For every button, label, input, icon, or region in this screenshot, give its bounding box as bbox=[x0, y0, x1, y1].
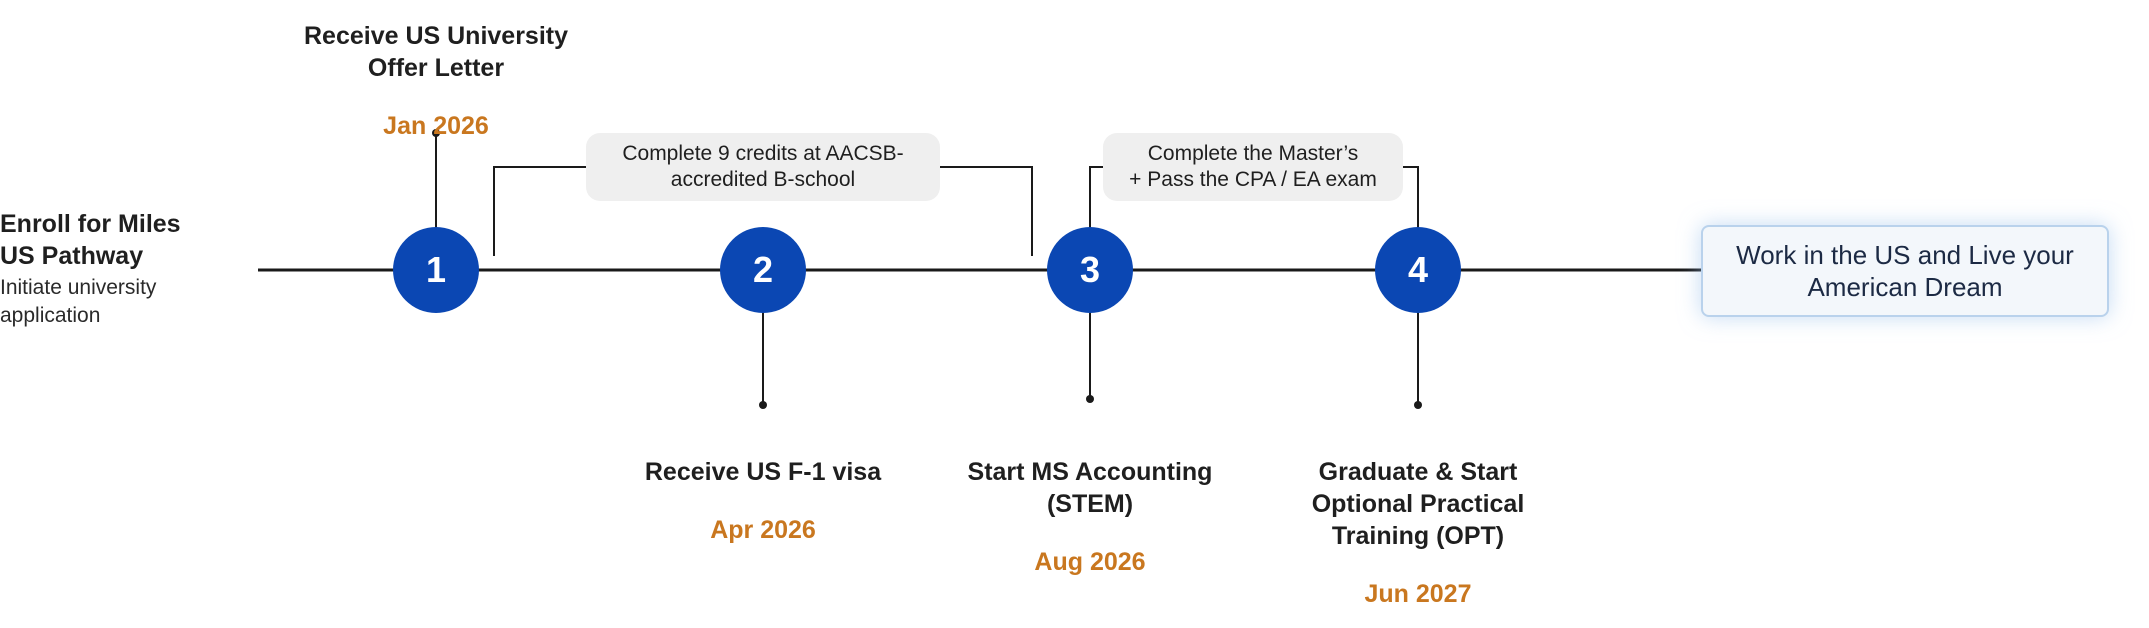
step-1-connector-dot bbox=[432, 129, 440, 137]
step-1-title: Receive US University Offer Letter bbox=[303, 22, 569, 82]
final-goal-box: Work in the US and Live your American Dr… bbox=[1701, 225, 2109, 317]
bracket-1-bubble: Complete 9 credits at AACSB- accredited … bbox=[586, 133, 940, 201]
start-subtitle: Initiate university application bbox=[0, 276, 157, 327]
step-1-node: 1 bbox=[393, 227, 479, 313]
step-4-connector-dot bbox=[1414, 401, 1422, 409]
start-title: Enroll for Miles US Pathway bbox=[0, 210, 181, 270]
step-2-node: 2 bbox=[720, 227, 806, 313]
step-2-label: Receive US F-1 visa Apr 2026 bbox=[593, 438, 933, 564]
step-3-node: 3 bbox=[1047, 227, 1133, 313]
step-1-label: Receive US University Offer Letter Jan 2… bbox=[276, 2, 596, 160]
step-3-connector-dot bbox=[1086, 395, 1094, 403]
step-3-title: Start MS Accounting (STEM) bbox=[967, 458, 1213, 518]
bracket-2-bubble: Complete the Master’s + Pass the CPA / E… bbox=[1103, 133, 1403, 201]
step-2-date: Apr 2026 bbox=[710, 516, 816, 544]
step-4-date: Jun 2027 bbox=[1364, 580, 1472, 608]
step-2-connector-dot bbox=[759, 401, 767, 409]
step-4-node: 4 bbox=[1375, 227, 1461, 313]
step-1-date: Jan 2026 bbox=[383, 112, 489, 140]
step-3-date: Aug 2026 bbox=[1034, 548, 1146, 576]
step-2-title: Receive US F-1 visa bbox=[644, 458, 882, 486]
step-4-title: Graduate & Start Optional Practical Trai… bbox=[1311, 458, 1525, 550]
start-block: Enroll for Miles US Pathway Initiate uni… bbox=[0, 208, 240, 330]
step-4-label: Graduate & Start Optional Practical Trai… bbox=[1258, 438, 1578, 628]
step-3-label: Start MS Accounting (STEM) Aug 2026 bbox=[930, 438, 1250, 596]
